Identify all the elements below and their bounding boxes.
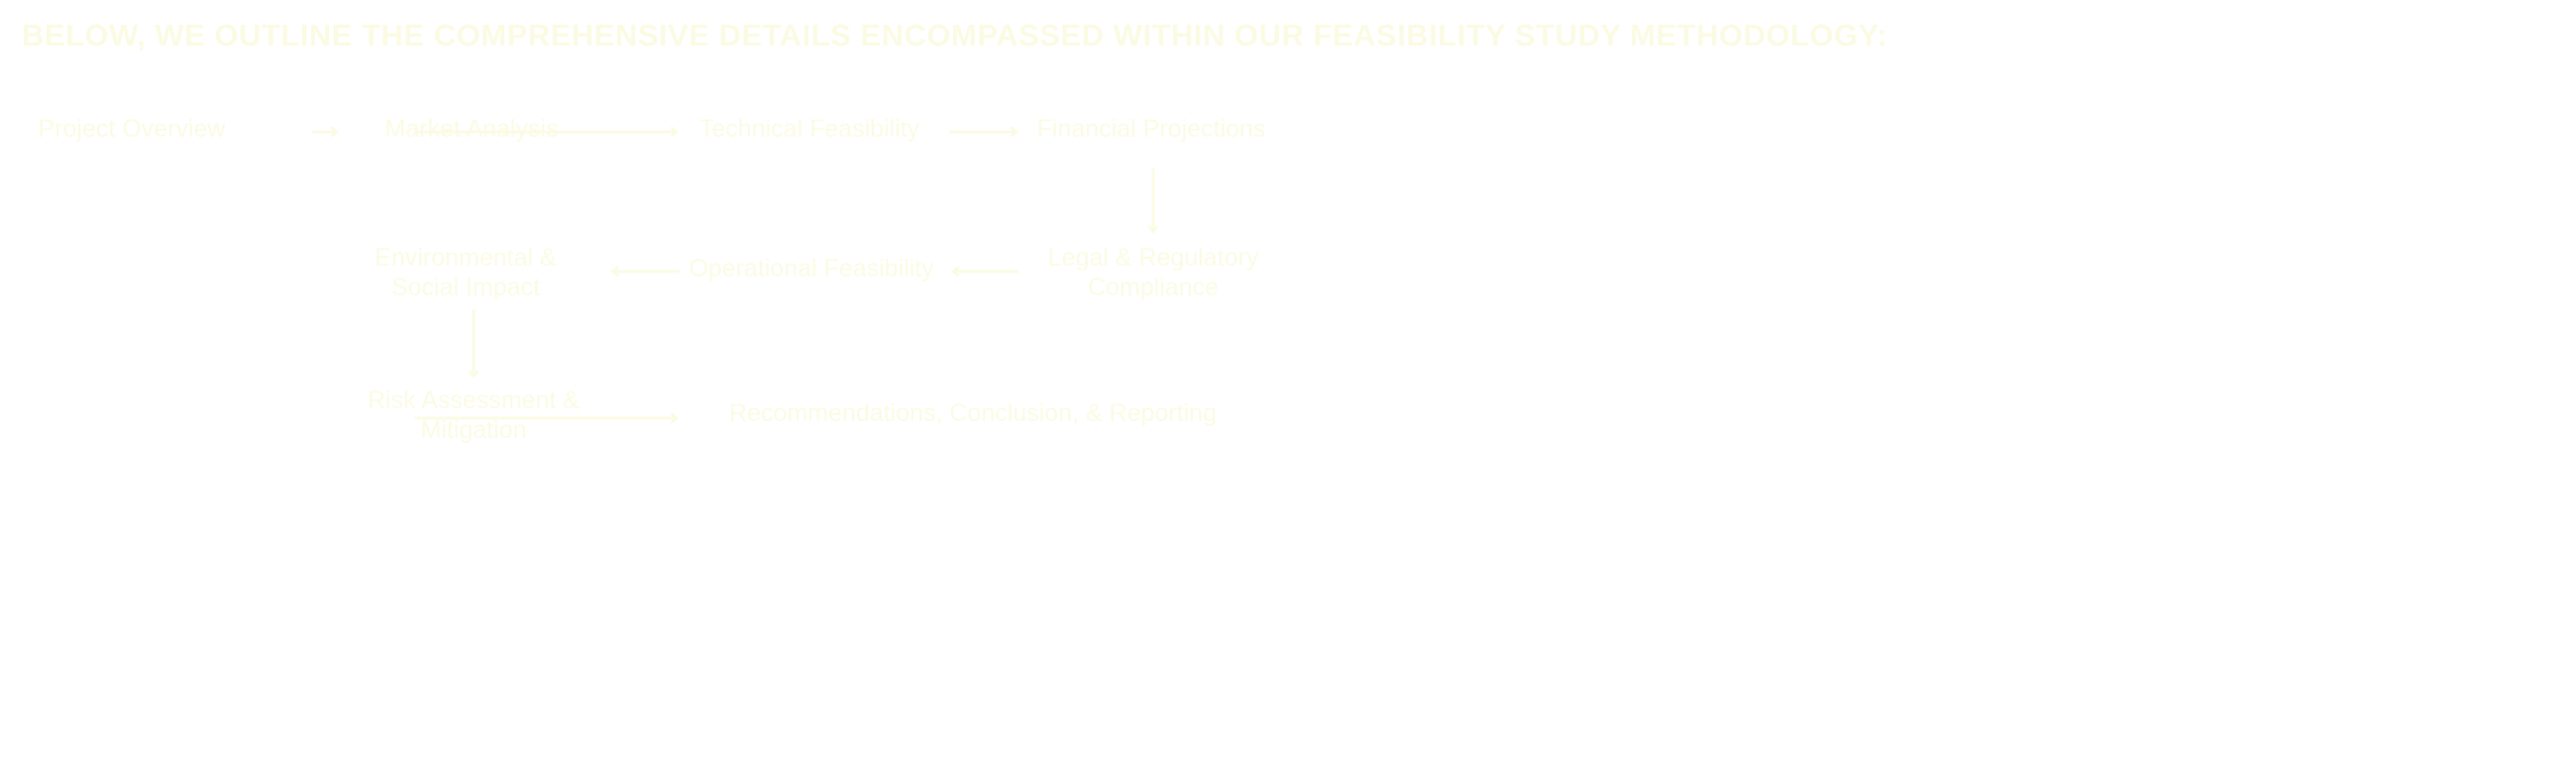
step-label: Recommendations, Conclusion, & Reporting	[729, 399, 1217, 427]
step-label-line1: Risk Assessment &	[368, 386, 580, 414]
step-label-line1: Environmental &	[375, 244, 557, 272]
step-label-line1: Legal & Regulatory	[1047, 244, 1259, 272]
step-operational-feasibility: Operational Feasibility	[689, 254, 933, 283]
step-label-line2: Compliance	[1087, 273, 1220, 301]
step-market-analysis: Market Analysis	[384, 114, 558, 144]
step-project-overview: Project Overview	[39, 114, 226, 144]
step-label-line2: Mitigation	[420, 416, 527, 444]
step-label: Market Analysis	[384, 115, 559, 143]
step-label-line2: Social Impact	[390, 273, 541, 301]
step-label: Project Overview	[38, 115, 226, 143]
step-environmental-social: Environmental &Social Impact	[375, 243, 556, 302]
step-technical-feasibility: Technical Feasibility	[699, 114, 919, 144]
step-recommendations: Recommendations, Conclusion, & Reporting	[729, 398, 1217, 428]
page-heading: BELOW, WE OUTLINE THE COMPREHENSIVE DETA…	[22, 18, 1888, 53]
step-label: Technical Feasibility	[698, 115, 920, 143]
step-financial-projections: Financial Projections	[1037, 114, 1266, 144]
step-label: Financial Projections	[1036, 115, 1266, 143]
step-label: Operational Feasibility	[689, 255, 934, 282]
step-risk-assessment: Risk Assessment &Mitigation	[368, 385, 580, 445]
